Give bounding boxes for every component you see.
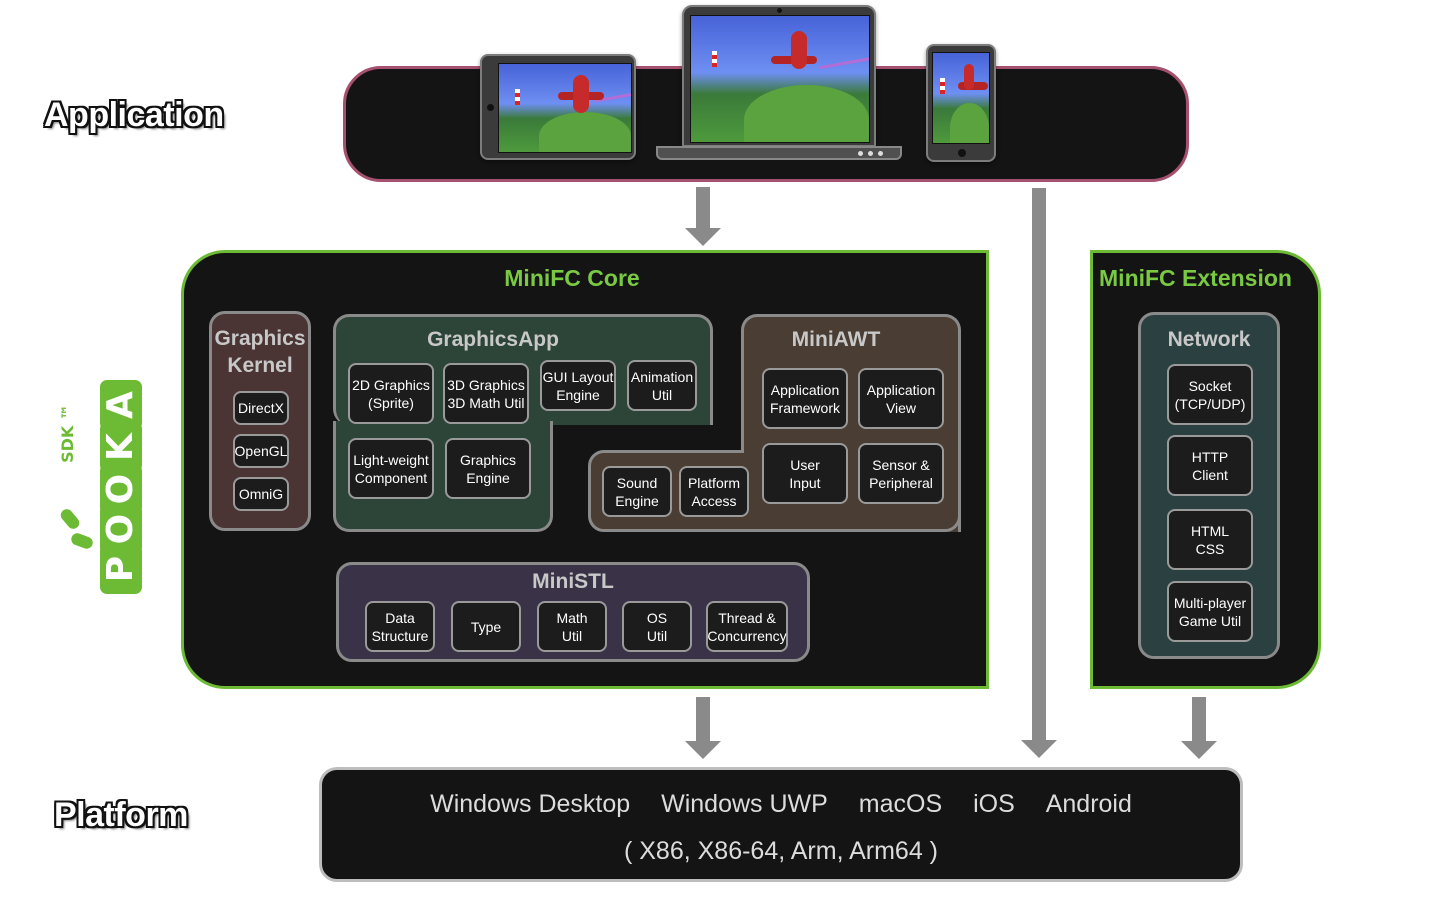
platform-windows-uwp: Windows UWP <box>661 790 828 818</box>
platform-layer-label: Platform <box>54 796 188 834</box>
module-os-util: OS Util <box>622 601 692 652</box>
core-title: MiniFC Core <box>504 265 640 291</box>
network-title: Network <box>1167 328 1251 351</box>
laptop-base <box>656 146 902 160</box>
graphics-app-title: GraphicsApp <box>427 328 559 351</box>
module-application-framework: Application Framework <box>762 368 848 429</box>
application-layer-label: Application <box>44 96 224 134</box>
platform-ios: iOS <box>973 790 1015 818</box>
module-platform-access: Platform Access <box>679 466 749 517</box>
phone-icon <box>926 44 996 162</box>
graphics-kernel-group: Graphics Kernel DirectX OpenGL OmniG <box>209 311 311 531</box>
laptop-icon <box>682 5 876 147</box>
module-2d-graphics: 2D Graphics (Sprite) <box>348 363 434 424</box>
module-multiplayer-game-util: Multi-player Game Util <box>1167 581 1253 642</box>
module-html-css: HTML CSS <box>1167 509 1253 570</box>
module-opengl: OpenGL <box>233 434 289 468</box>
module-light-weight-component: Light-weight Component <box>348 438 434 499</box>
module-sound-engine: Sound Engine <box>602 466 672 517</box>
pooka-sdk-logo: A K O O P <box>40 380 152 594</box>
module-animation-util: Animation Util <box>627 360 697 411</box>
platform-macos: macOS <box>858 790 943 818</box>
extension-title: MiniFC Extension <box>1099 265 1292 291</box>
ministl-group: MiniSTL Data Structure Type Math Util OS… <box>336 562 810 662</box>
module-sensor-peripheral: Sensor & Peripheral <box>858 443 944 504</box>
network-group: Network Socket (TCP/UDP) HTTP Client HTM… <box>1138 312 1280 659</box>
logo-letter: P <box>100 544 142 594</box>
platform-bar: Windows Desktop Windows UWP macOS iOS An… <box>319 767 1243 882</box>
tablet-icon <box>480 54 636 160</box>
platform-android: Android <box>1045 790 1132 818</box>
module-gui-layout: GUI Layout Engine <box>540 360 616 411</box>
graphics-kernel-title: Graphics Kernel <box>214 327 306 377</box>
platform-windows-desktop: Windows Desktop <box>430 790 631 818</box>
minifc-core: MiniFC Core Graphics Kernel DirectX Open… <box>181 250 989 689</box>
module-thread-concurrency: Thread & Concurrency <box>706 601 788 652</box>
module-graphics-engine: Graphics Engine <box>445 438 531 499</box>
module-3d-graphics: 3D Graphics 3D Math Util <box>443 363 529 424</box>
platform-architectures: ( X86, X86-64, Arm, Arm64 ) <box>623 837 938 865</box>
module-http-client: HTTP Client <box>1167 435 1253 496</box>
module-socket: Socket (TCP/UDP) <box>1167 364 1253 425</box>
module-type: Type <box>451 601 521 652</box>
module-math-util: Math Util <box>537 601 607 652</box>
module-omnig: OmniG <box>233 477 289 511</box>
platform-targets: Windows Desktop Windows UWP macOS iOS An… <box>322 790 1240 819</box>
module-directx: DirectX <box>233 391 289 425</box>
module-data-structure: Data Structure <box>365 601 435 652</box>
minifc-extension: MiniFC Extension Network Socket (TCP/UDP… <box>1090 250 1321 689</box>
miniawt-title: MiniAWT <box>791 328 881 351</box>
ministl-title: MiniSTL <box>532 570 614 593</box>
module-user-input: User Input <box>762 443 848 504</box>
module-application-view: Application View <box>858 368 944 429</box>
sdk-label: SDK ™ <box>57 404 77 463</box>
